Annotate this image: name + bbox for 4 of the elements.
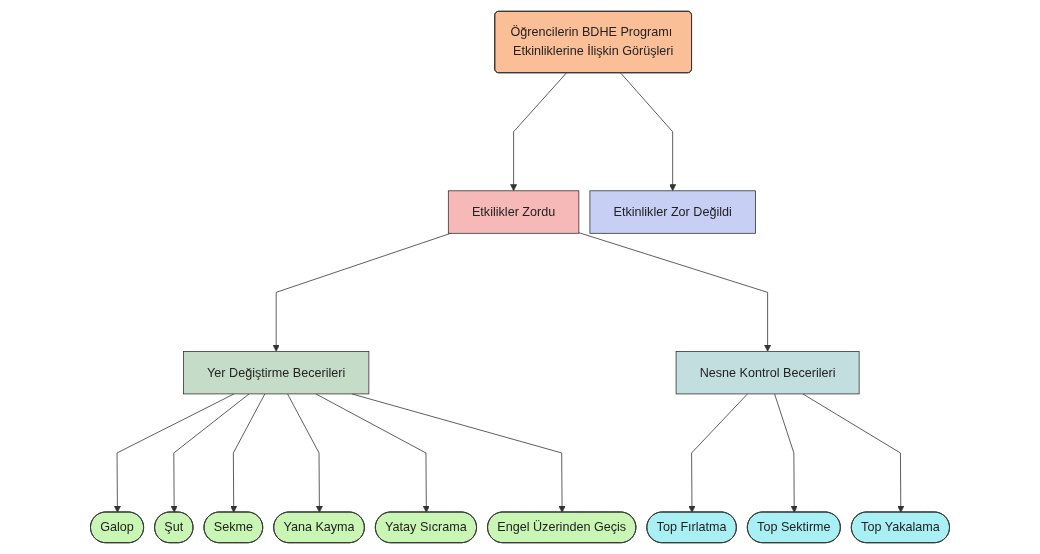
node-box: Etkilikler Zordu <box>447 190 580 234</box>
node-box: Nesne Kontrol Becerileri <box>675 351 860 395</box>
node-box: Etkinlikler Zor Değildi <box>589 190 756 234</box>
node-box: Yer Değiştirme Becerileri <box>183 351 370 395</box>
